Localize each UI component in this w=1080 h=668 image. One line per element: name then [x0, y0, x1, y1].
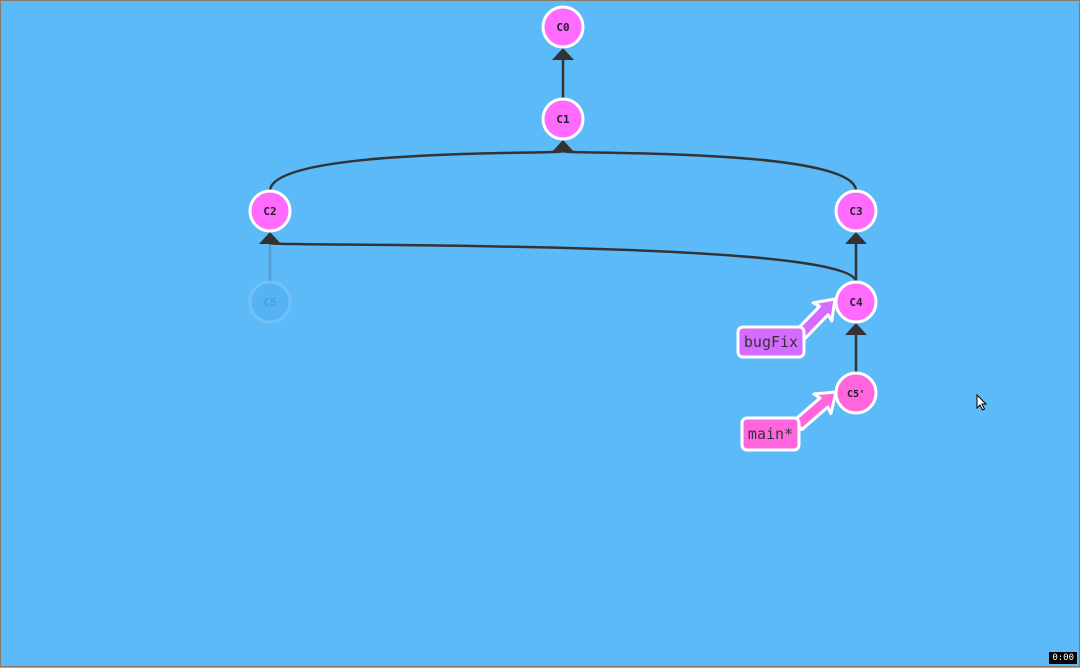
- branch-arrow-icon: [795, 297, 837, 340]
- edge-C3-C1: [561, 149, 858, 192]
- commit-node[interactable]: C0: [541, 5, 585, 49]
- arrowhead-icon: [845, 232, 867, 244]
- branch-arrow-icon: [792, 390, 838, 432]
- commit-node[interactable]: C5': [834, 371, 878, 415]
- mouse-cursor-icon: [976, 394, 988, 411]
- branch-label[interactable]: main*: [740, 416, 801, 452]
- edge-C2-C1: [268, 149, 565, 192]
- branch-name: main*: [748, 425, 793, 443]
- commit-label: C5': [847, 389, 865, 400]
- arrowhead-icon: [845, 323, 867, 335]
- arrowhead-icon: [259, 232, 281, 244]
- commit-node[interactable]: C5: [248, 280, 292, 324]
- commit-label: C1: [556, 113, 570, 126]
- commit-label: C2: [263, 205, 276, 218]
- timer: 0:00: [1049, 652, 1077, 664]
- arrowhead-icon: [552, 140, 574, 152]
- arrowhead-icon: [552, 48, 574, 60]
- commit-node[interactable]: C2: [248, 189, 292, 233]
- arrowhead-icon: [259, 232, 281, 244]
- branch-label[interactable]: bugFix: [736, 325, 806, 359]
- commit-node[interactable]: C1: [541, 97, 585, 141]
- edge-C4-C2: [268, 241, 858, 283]
- commit-node[interactable]: C4: [834, 280, 878, 324]
- commit-label: C4: [849, 296, 863, 309]
- commit-node[interactable]: C3: [834, 189, 878, 233]
- commit-label: C3: [849, 205, 862, 218]
- commit-label: C5: [263, 296, 276, 309]
- commit-label: C0: [556, 21, 569, 34]
- branch-name: bugFix: [744, 333, 798, 351]
